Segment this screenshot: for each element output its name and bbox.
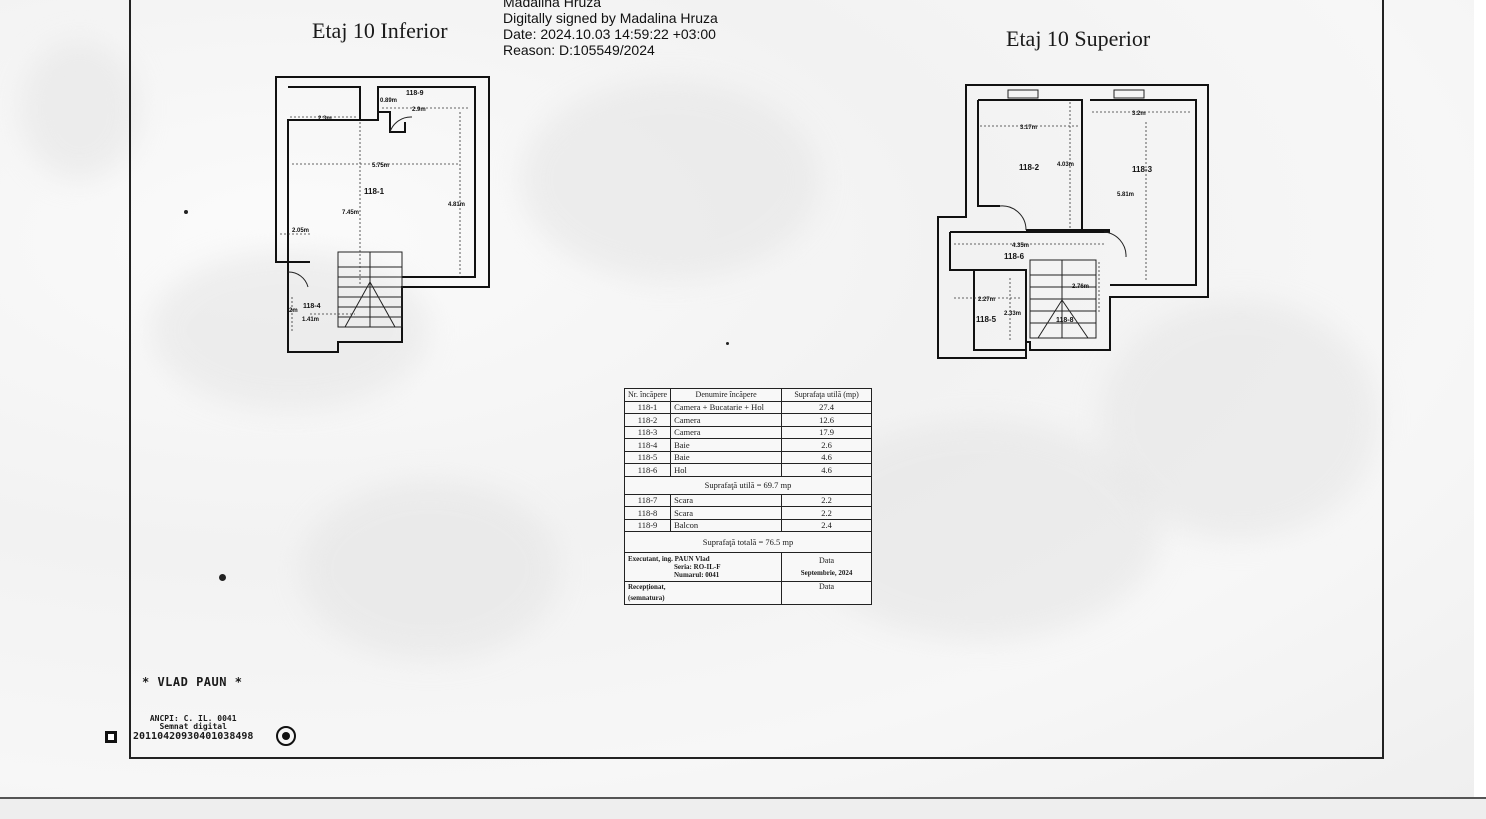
room-label-118-6: 118-6 [1004, 252, 1025, 261]
executant-block: Executant, ing. PAUN Vlad Seria: RO-IL-F… [623, 552, 783, 582]
receptionat-block: Recepţionat, (semnatura) [623, 581, 783, 605]
dim-lower-8: 2m [289, 308, 298, 314]
scanned-page: Etaj 10 Inferior Etaj 10 Superior Madali… [0, 0, 1474, 797]
header-name: Denumire încăpere [670, 388, 783, 402]
room-label-118-1: 118-1 [364, 187, 385, 196]
author-stamp-name: * VLAD PAUN * [142, 675, 243, 689]
qr-code-icon [105, 731, 117, 743]
lower-floor-title: Etaj 10 Inferior [312, 18, 448, 43]
dim-upper-4: 5.81m [1117, 192, 1134, 198]
signature-line-1: Digitally signed by Madalina Hruza [503, 10, 718, 26]
page-bottom-edge [0, 797, 1486, 819]
dim-upper-5: 4.35m [1012, 243, 1029, 249]
dim-upper-2: 3.2m [1132, 111, 1146, 117]
upper-floor-plan: 118-2 118-3 118-6 118-5 118-8 3.17m 3.2m… [937, 84, 1209, 359]
digital-signature: Madalina Hruza Digitally signed by Madal… [503, 0, 718, 58]
ink-spot [184, 210, 188, 214]
room-label-118-5: 118-5 [976, 315, 997, 324]
header-area: Suprafaţa utilă (mp) [781, 388, 872, 402]
upper-floor-title: Etaj 10 Superior [1006, 26, 1151, 51]
dim-lower-2: 0.89m [380, 98, 397, 104]
room-label-118-9: 118-9 [406, 90, 424, 97]
room-label-118-2: 118-2 [1019, 163, 1040, 172]
room-label-118-8: 118-8 [1056, 317, 1074, 324]
seal-icon [276, 726, 296, 746]
useful-area-subtotal: Suprafaţă utilă = 69.7 mp [624, 475, 872, 495]
room-area-table: Nr. încăpere Denumire încăpere Suprafaţa… [623, 388, 872, 605]
dim-lower-9: 1.41m [302, 317, 319, 323]
total-area: Suprafaţă totală = 76.5 mp [624, 531, 872, 553]
page-border [129, 0, 1384, 759]
signature-name: Madalina Hruza [503, 0, 602, 10]
dim-lower-1: 2.3m [318, 116, 332, 122]
date-block-2: Data [781, 581, 872, 605]
date-block: Data Septembrie, 2024 [781, 552, 872, 582]
signature-date: Date: 2024.10.03 14:59:22 +03:00 [503, 26, 716, 42]
ink-spot [219, 574, 226, 581]
dim-upper-8: 2.76m [1072, 284, 1089, 290]
dim-upper-6: 2.27m [978, 297, 995, 303]
header-nr: Nr. încăpere [623, 388, 672, 402]
ancpi-stamp: ANCPI: C. IL. 0041 Semnat digital 201104… [133, 714, 254, 743]
dim-lower-7: 2.05m [292, 228, 309, 234]
room-label-118-4: 118-4 [303, 303, 321, 310]
dim-lower-4: 5.75m [372, 163, 389, 169]
dim-upper-1: 3.17m [1020, 125, 1037, 131]
dim-lower-3: 2.9m [412, 107, 426, 113]
dim-lower-6: 4.81m [448, 202, 465, 208]
dim-upper-3: 4.03m [1057, 162, 1074, 168]
ink-spot [726, 342, 729, 345]
dim-lower-5: 7.45m [342, 210, 359, 216]
dim-upper-7: 2.33m [1004, 311, 1021, 317]
signature-reason: Reason: D:105549/2024 [503, 42, 655, 58]
room-label-118-3: 118-3 [1132, 165, 1153, 174]
lower-floor-plan: 118-1 118-9 118-4 2.3m 0.89m 2.9m 5.75m … [275, 76, 490, 353]
